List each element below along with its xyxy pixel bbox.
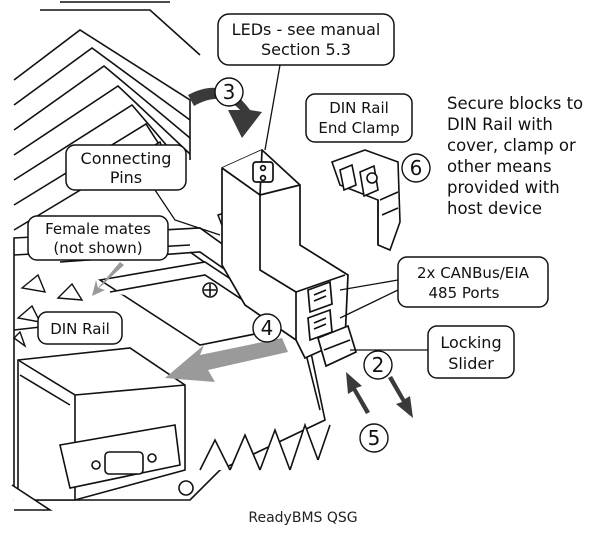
leds-label-line2: Section 5.3 xyxy=(261,40,351,59)
connecting-pins-label-line1: Connecting xyxy=(81,149,172,168)
bms-module xyxy=(221,148,358,368)
secure-note-line5: provided with xyxy=(447,178,560,197)
leds-callout-box xyxy=(217,13,395,66)
secure-note-line1: Secure blocks to xyxy=(447,94,584,113)
female-mates-callout-box xyxy=(27,215,169,261)
step-5: 5 xyxy=(368,426,381,450)
locking-slider-label-line2: Slider xyxy=(448,354,494,373)
din-clamp-callout-box xyxy=(305,93,413,143)
arrows xyxy=(92,87,413,418)
bottom-fins xyxy=(199,422,331,471)
canbus-label-line1: 2x CANBus/EIA xyxy=(417,264,530,282)
step-4-circle xyxy=(252,313,282,343)
canbus-callout-box xyxy=(397,256,549,308)
arrow-2 xyxy=(388,376,413,418)
arrow-4 xyxy=(165,338,288,382)
secure-blocks-note: Secure blocks to DIN Rail with cover, cl… xyxy=(447,93,602,219)
leds-label-line1: LEDs - see manual xyxy=(232,20,381,39)
controller-housing xyxy=(11,347,194,511)
step-6-circle xyxy=(401,153,431,183)
callouts xyxy=(27,13,549,379)
din-rail-label: DIN Rail xyxy=(50,320,110,338)
step-2: 2 xyxy=(372,353,385,377)
locking-slider-label-line1: Locking xyxy=(440,333,501,352)
terminal-caps xyxy=(12,273,84,348)
secure-note-line6: host device xyxy=(447,199,543,218)
step-circles xyxy=(214,77,431,453)
step-3-circle xyxy=(214,77,244,107)
din-clamp-label-line1: DIN Rail xyxy=(329,99,389,117)
locking-slider-callout-box xyxy=(427,325,515,379)
arrow-5 xyxy=(346,372,370,414)
female-mates-label-line1: Female mates xyxy=(45,220,151,238)
connecting-pins-label-line2: Pins xyxy=(110,168,142,187)
din-end-clamp xyxy=(330,149,401,252)
step-3: 3 xyxy=(223,80,236,104)
step-4: 4 xyxy=(261,316,274,340)
secure-note-line4: other means xyxy=(447,157,552,176)
arrow-female-mates xyxy=(92,262,124,296)
din-rail xyxy=(97,261,303,346)
leader-lines xyxy=(154,64,428,351)
arrow-3 xyxy=(188,87,262,138)
canbus-label-line2: 485 Ports xyxy=(429,284,500,302)
heatsink xyxy=(13,1,201,245)
female-mates-label-line2: (not shown) xyxy=(53,239,142,257)
step-numbers: 3 6 4 2 5 xyxy=(223,80,423,450)
connecting-pins-callout-box xyxy=(65,144,187,191)
step-5-circle xyxy=(359,423,389,453)
step-2-circle xyxy=(363,350,393,380)
secure-note-line2: DIN Rail with xyxy=(447,115,553,134)
din-clamp-label-line2: End Clamp xyxy=(318,119,399,137)
figure-caption: ReadyBMS QSG xyxy=(248,510,358,526)
step-6: 6 xyxy=(410,156,423,180)
secure-note-line3: cover, clamp or xyxy=(447,136,576,155)
din-rail-callout-box xyxy=(37,311,123,345)
